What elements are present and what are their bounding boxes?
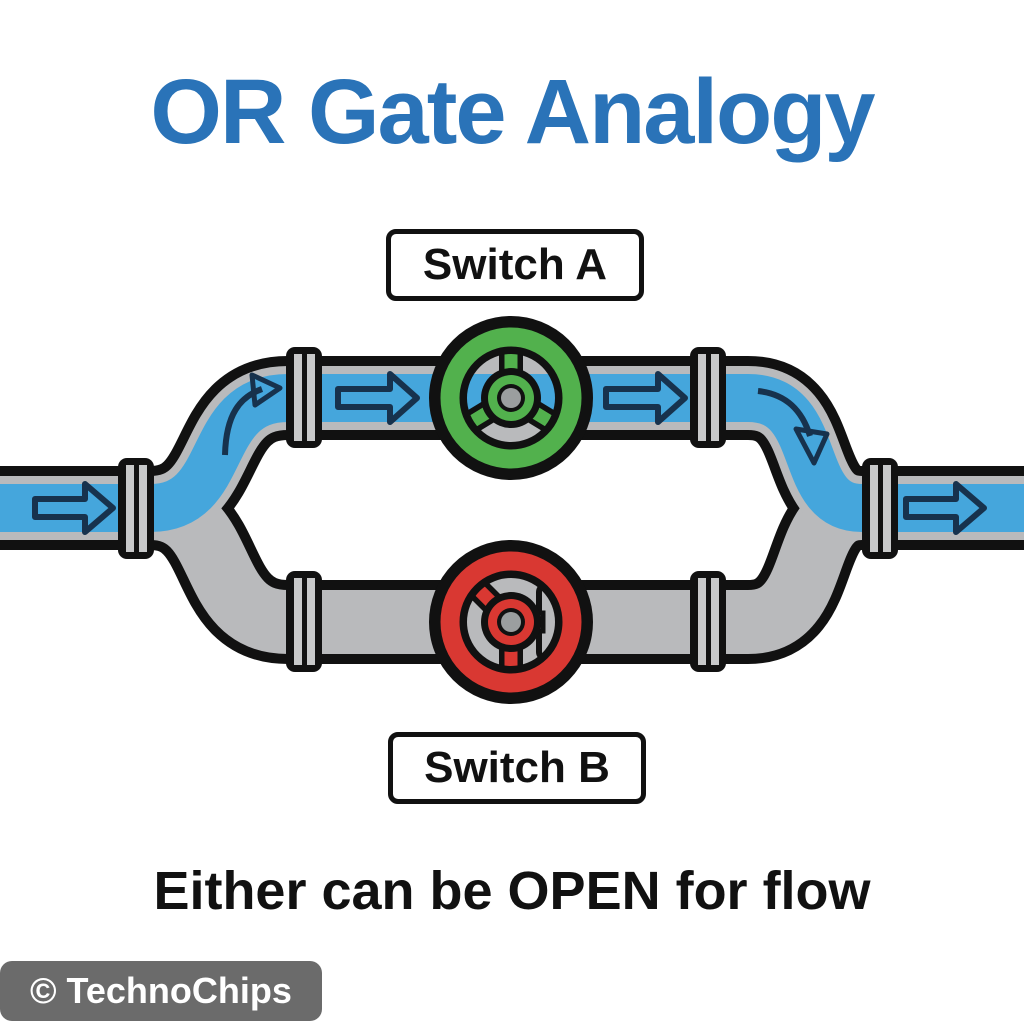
flow-arrow-top-right — [603, 371, 688, 425]
switch-b-label-text: Switch B — [424, 743, 610, 792]
valve-a-hub-center — [501, 388, 521, 408]
valve-b-rim — [440, 551, 582, 693]
flow-arrow-curve-up — [222, 372, 283, 456]
flow-arrow-output — [903, 481, 987, 535]
page-title: OR Gate Analogy — [150, 61, 875, 163]
flange-bottom-right — [690, 571, 726, 672]
switch-a-label: Switch A — [386, 229, 644, 301]
flange-top-left — [286, 347, 322, 448]
flange-bottom-left — [286, 571, 322, 672]
caption-text: Either can be OPEN for flow — [153, 861, 871, 921]
valve-b-hub-center — [501, 612, 521, 632]
switch-a-label-text: Switch A — [422, 240, 608, 289]
valve-a-wheel-open — [429, 316, 593, 480]
flange-input — [118, 458, 154, 559]
flange-top-right — [690, 347, 726, 448]
watermark-badge: © TechnoChips — [0, 961, 322, 1021]
flow-arrow-input — [32, 481, 116, 535]
valve-b-wheel-closed — [429, 540, 593, 704]
flow-arrow-curve-down — [757, 388, 830, 466]
flow-arrow-top-left — [335, 371, 420, 425]
valve-a-rim — [440, 327, 582, 469]
flange-output — [862, 458, 898, 559]
switch-b-label: Switch B — [388, 732, 646, 804]
watermark-text: © TechnoChips — [30, 970, 292, 1011]
